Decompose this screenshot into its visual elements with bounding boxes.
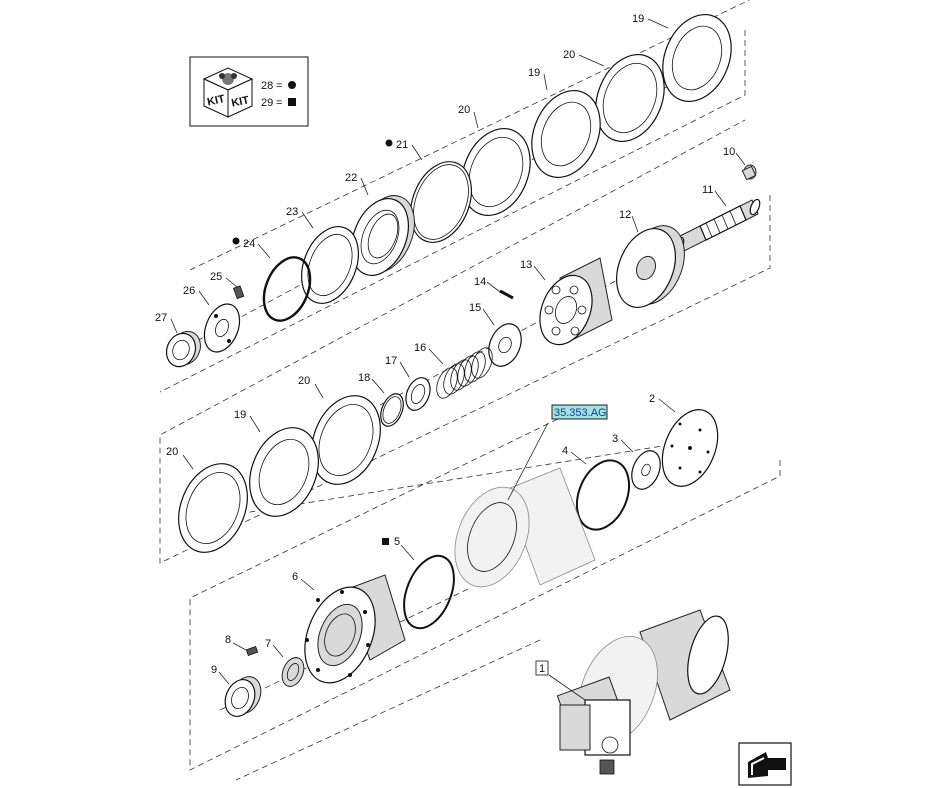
kit-legend-29-number: 29 [261, 97, 273, 109]
o-ring-5 [403, 554, 455, 630]
kit-29-square-marker [288, 98, 296, 106]
friction-disc-19-second [531, 89, 601, 179]
middle-row: 10 11 12 13 14 15 16 17 18 [358, 146, 761, 427]
plug-10 [741, 164, 757, 181]
separator-plate-20-second [461, 127, 531, 217]
bearing-27 [165, 330, 201, 368]
cylinder-block-13 [539, 257, 613, 346]
kit-28-marker-24 [232, 237, 240, 245]
spring-pin-25 [232, 285, 245, 300]
assembled-final-drive-1: 1 [535, 609, 731, 775]
piston-22 [351, 195, 415, 276]
callout-1-box [535, 660, 549, 676]
callout-1: 1 [539, 663, 545, 675]
snap-ring-18 [380, 393, 404, 427]
callout-19-lower: 19 [234, 409, 246, 421]
o-ring-24 [262, 256, 312, 322]
callout-12: 12 [619, 209, 631, 221]
washer-15 [488, 323, 522, 367]
snap-ring-21 [410, 161, 472, 243]
callout-14: 14 [474, 276, 486, 288]
washer-3 [631, 450, 661, 490]
callout-9: 9 [211, 664, 217, 676]
callout-23: 23 [286, 206, 298, 218]
callout-20-top: 20 [563, 49, 575, 61]
hub-housing-6 [304, 574, 406, 684]
callout-10: 10 [723, 146, 735, 158]
callout-20-second: 20 [458, 104, 470, 116]
callout-5: 5 [394, 536, 400, 548]
callout-15: 15 [469, 302, 481, 314]
callout-20-bottom: 20 [166, 446, 178, 458]
assembly-frames [159, 0, 781, 781]
callout-19-top: 19 [632, 13, 644, 25]
separator-plate-20-lower [311, 395, 381, 485]
lower-middle-row: 35.353.AG 20 19 20 2 3 4 [166, 375, 719, 588]
return-arrow-icon[interactable] [738, 742, 792, 786]
thrust-plate-26 [203, 303, 241, 353]
washer-17 [405, 377, 431, 411]
callout-22: 22 [345, 172, 357, 184]
upper-row: 19 20 19 20 21 22 23 24 25 26 27 [155, 13, 732, 368]
friction-disc-19-lower [249, 427, 319, 517]
callout-7: 7 [265, 638, 271, 650]
kit-box-icon: KIT KIT [202, 67, 254, 118]
spring-16 [436, 347, 493, 399]
reference-link-35353ag[interactable]: 35.353.AG [551, 404, 608, 420]
plug-8 [245, 645, 259, 657]
kit-legend-28-number: 28 [261, 80, 273, 92]
kit-28-circle-marker [288, 81, 296, 89]
ring-gear-subassembly-ghost [454, 422, 596, 588]
backup-ring-23 [301, 226, 359, 304]
bearing-9 [224, 676, 262, 717]
kit-legend: KIT KIT 28 = 29 = [189, 56, 309, 127]
callout-24: 24 [243, 238, 255, 250]
callout-17: 17 [385, 355, 397, 367]
kit-legend-28-eq: = [276, 80, 282, 92]
callout-21: 21 [396, 139, 408, 151]
callout-6: 6 [292, 571, 298, 583]
pin-14 [499, 289, 514, 300]
callout-18: 18 [358, 372, 370, 384]
callout-25: 25 [210, 271, 222, 283]
o-ring-4 [575, 459, 631, 531]
callout-8: 8 [225, 634, 231, 646]
callout-4: 4 [562, 445, 568, 457]
kit-word-right: KIT [230, 94, 250, 109]
seal-7 [281, 657, 305, 687]
friction-disc-19-top [662, 13, 732, 103]
callout-20-lower: 20 [298, 375, 310, 387]
bottom-row: 5 6 7 8 9 [211, 536, 471, 717]
separator-plate-20-bottom [178, 463, 248, 553]
kit-29-marker-5 [382, 538, 389, 545]
kit-28-marker-21 [385, 139, 393, 147]
input-shaft-11 [673, 198, 761, 254]
reference-link-text[interactable]: 35.353.AG [554, 407, 607, 419]
separator-plate-20-top [595, 53, 665, 143]
callout-13: 13 [520, 259, 532, 271]
callout-3: 3 [612, 433, 618, 445]
callout-16: 16 [414, 342, 426, 354]
callout-26: 26 [183, 285, 195, 297]
kit-legend-29-eq: = [276, 97, 282, 109]
callout-19-second: 19 [528, 67, 540, 79]
cam-plate-12 [616, 225, 685, 308]
callout-2: 2 [649, 393, 655, 405]
cover-plate-2 [661, 409, 719, 487]
kit-word-left: KIT [206, 93, 226, 108]
callout-27: 27 [155, 312, 167, 324]
callout-11: 11 [702, 184, 713, 196]
